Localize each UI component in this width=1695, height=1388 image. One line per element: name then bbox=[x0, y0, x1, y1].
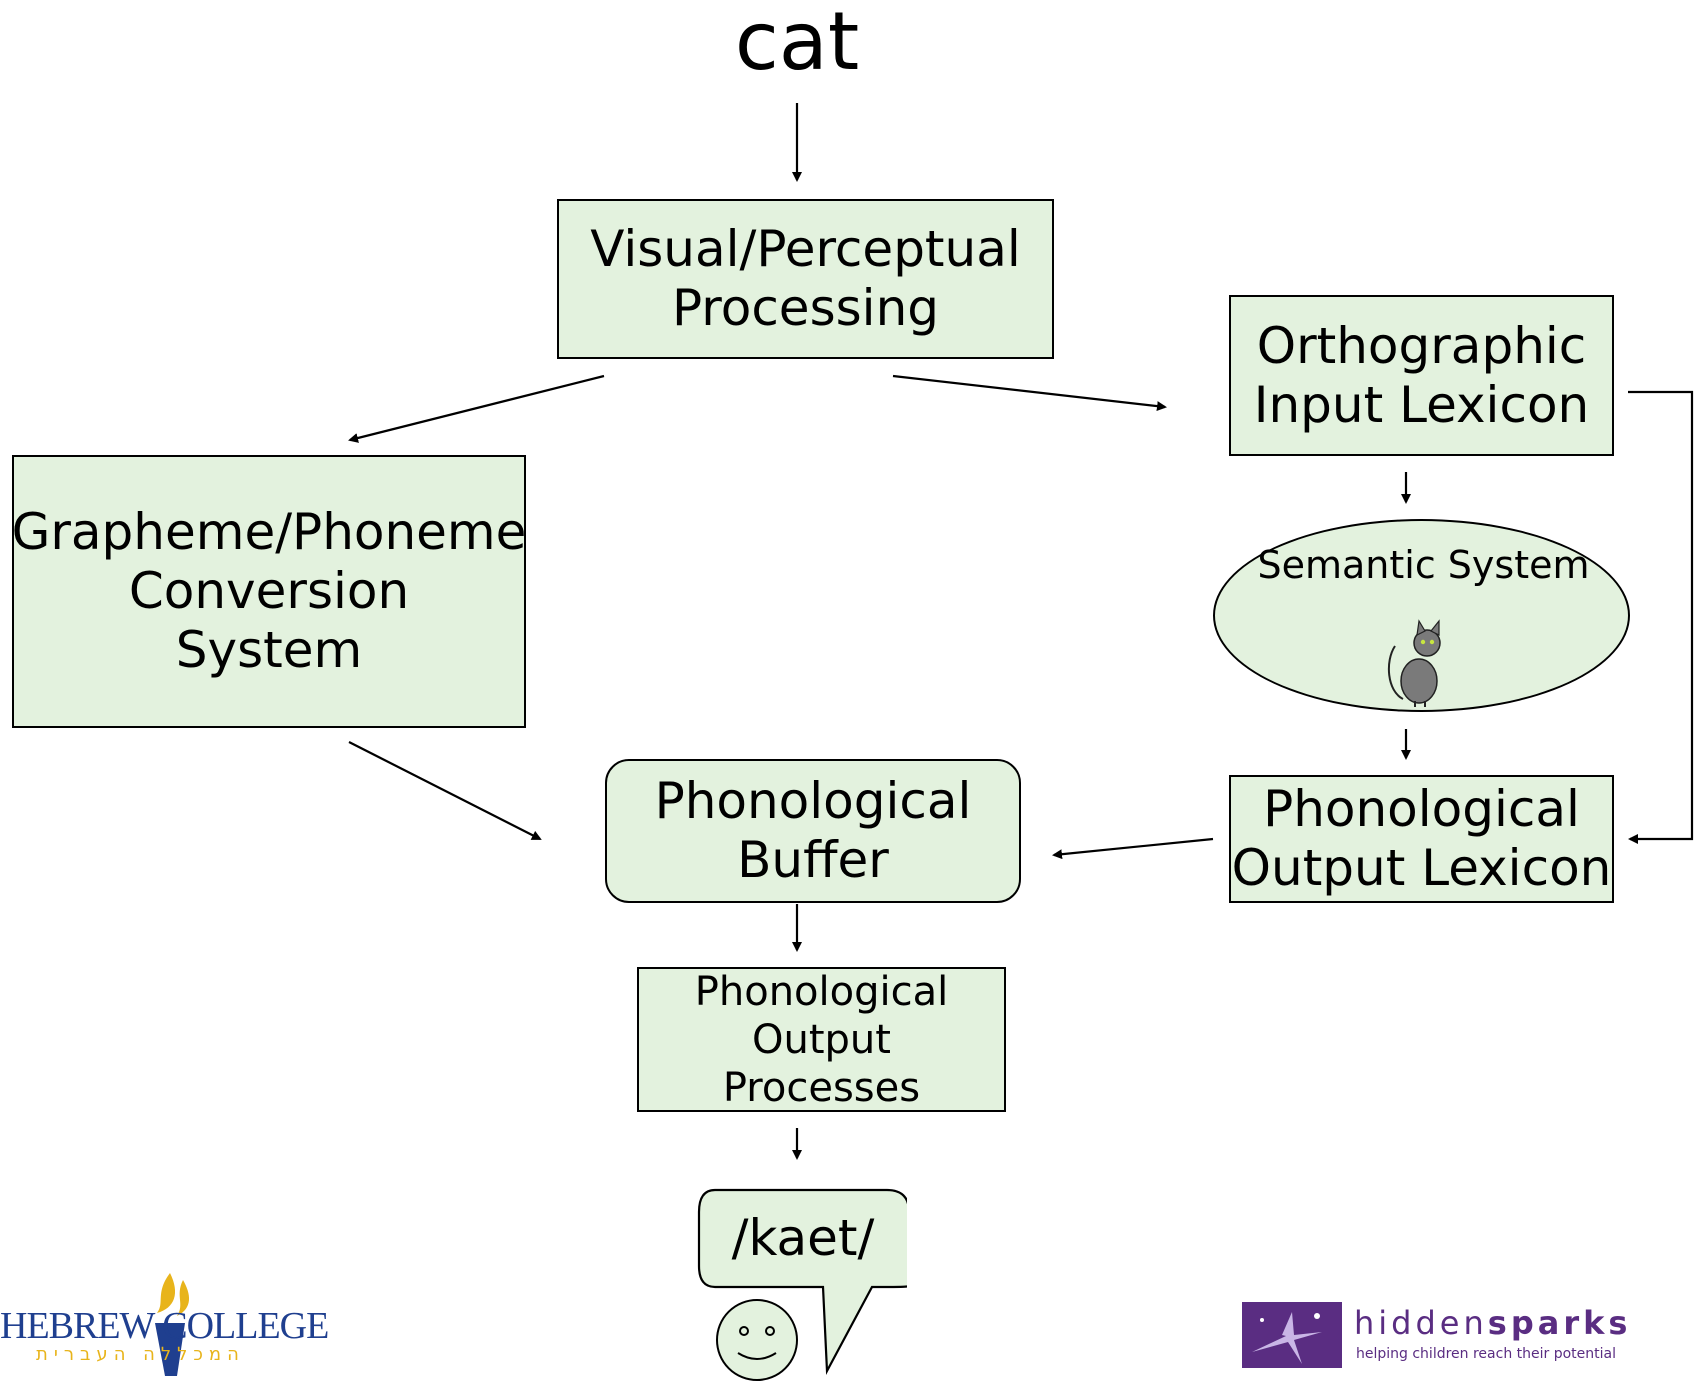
hiddensparks-tagline: helping children reach their potential bbox=[1356, 1346, 1616, 1362]
arrow-visual-to-grapheme bbox=[348, 374, 605, 443]
hiddensparks-bold: sparks bbox=[1487, 1304, 1632, 1342]
orthographic-line-2: Input Lexicon bbox=[1253, 375, 1590, 434]
hiddensparks-logo: hiddensparks helping children reach thei… bbox=[1242, 1302, 1682, 1370]
visual-line-1: Visual/Perceptual bbox=[590, 220, 1021, 278]
arrow-output-lexicon-to-buffer bbox=[1052, 837, 1214, 860]
arrow-visual-to-orthographic bbox=[892, 374, 1167, 412]
hebrew-college-wordmark: HEBREW COLLEGE bbox=[0, 1305, 329, 1347]
semantic-system-ellipse: Semantic System bbox=[1213, 519, 1630, 712]
arrow-orthographic-to-output-lexicon bbox=[1628, 390, 1694, 844]
hebrew-college-hebrew: המכללה העברית bbox=[36, 1344, 245, 1365]
speech-bubble bbox=[697, 1188, 907, 1376]
visual-perceptual-box: Visual/Perceptual Processing bbox=[557, 199, 1054, 359]
hiddensparks-wordmark: hiddensparks bbox=[1354, 1304, 1631, 1342]
speech-bubble-text: /kaet/ bbox=[731, 1209, 875, 1267]
smiley-face-icon bbox=[716, 1299, 798, 1381]
orthographic-input-lexicon-box: Orthographic Input Lexicon bbox=[1229, 295, 1614, 456]
grapheme-line-2: Conversion bbox=[128, 562, 410, 620]
torch-icon bbox=[155, 1273, 190, 1376]
input-word: cat bbox=[734, 0, 860, 88]
output-lexicon-line-2: Output Lexicon bbox=[1231, 839, 1612, 897]
hebrew-college-logo: HEBREW COLLEGE המכללה העברית bbox=[0, 1268, 370, 1378]
sparks-icon bbox=[1242, 1302, 1342, 1368]
semantic-system-label: Semantic System bbox=[1257, 543, 1590, 587]
output-processes-line-3: Processes bbox=[722, 1064, 921, 1111]
cat-illustration bbox=[1387, 619, 1441, 707]
orthographic-line-1: Orthographic bbox=[1256, 316, 1587, 375]
output-lexicon-line-1: Phonological bbox=[1263, 780, 1580, 838]
grapheme-line-3: System bbox=[175, 621, 363, 679]
buffer-line-1: Phonological bbox=[654, 772, 972, 830]
output-processes-line-1: Phonological bbox=[694, 968, 949, 1015]
buffer-line-2: Buffer bbox=[737, 831, 889, 889]
phonological-buffer-box: Phonological Buffer bbox=[605, 759, 1021, 903]
grapheme-phoneme-box: Grapheme/Phoneme Conversion System bbox=[12, 455, 526, 728]
phonological-output-lexicon-box: Phonological Output Lexicon bbox=[1229, 775, 1614, 903]
visual-line-2: Processing bbox=[672, 279, 939, 337]
output-processes-line-2: Output bbox=[752, 1016, 891, 1063]
grapheme-line-1: Grapheme/Phoneme bbox=[11, 503, 527, 561]
phonological-output-processes-box: Phonological Output Processes bbox=[637, 967, 1006, 1112]
hiddensparks-light: hidden bbox=[1354, 1304, 1488, 1342]
arrow-grapheme-to-buffer bbox=[348, 741, 542, 840]
